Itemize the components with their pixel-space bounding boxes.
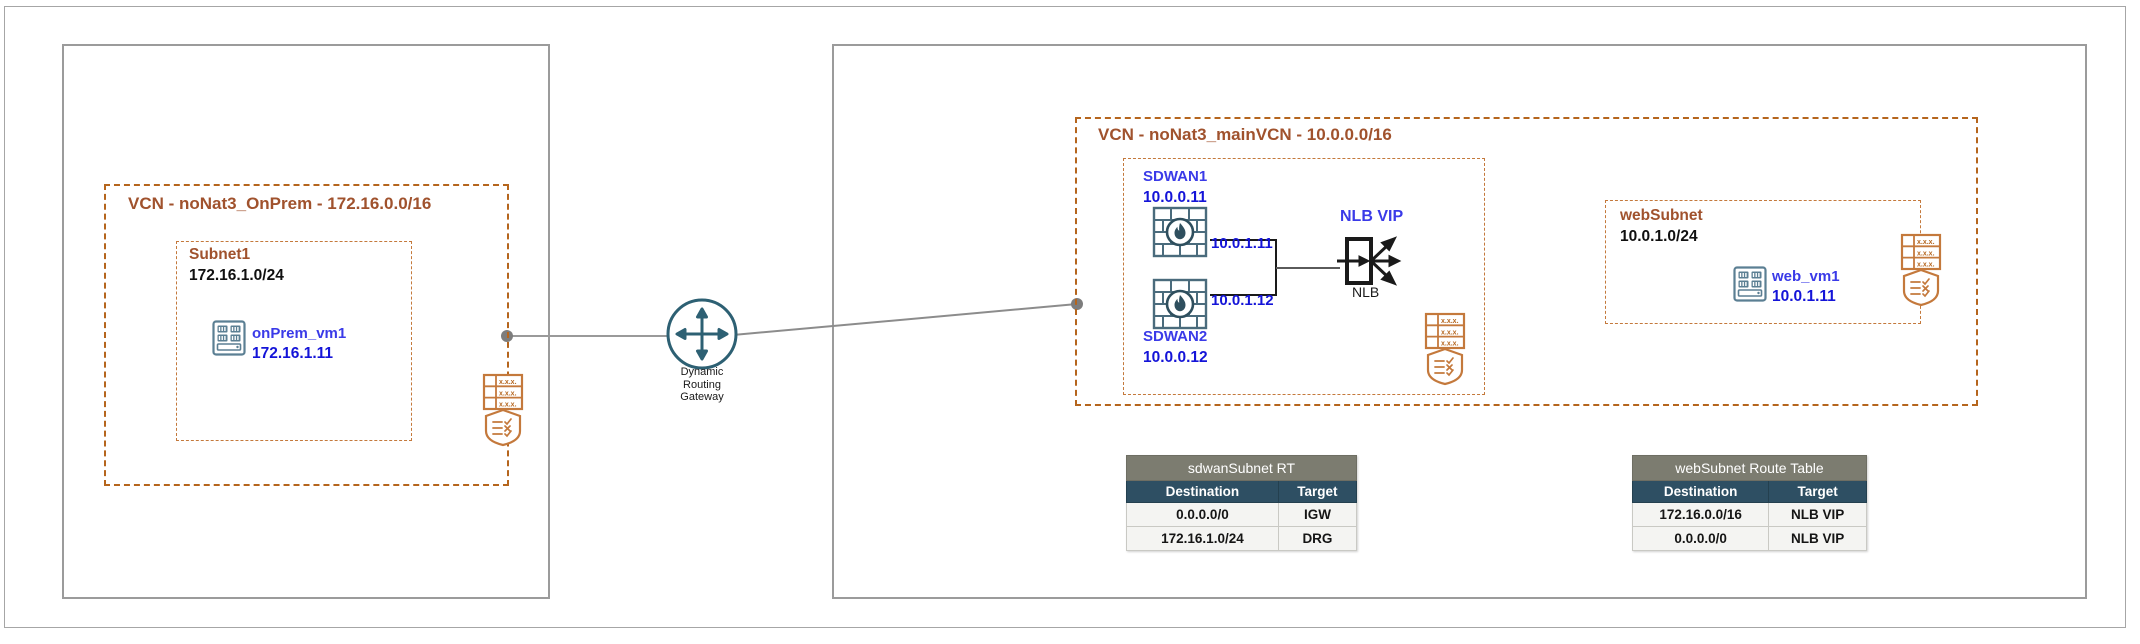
sdwan2-secondary-ip: 10.0.1.12 [1211, 292, 1274, 309]
svg-text:x.x.x.: x.x.x. [1441, 329, 1459, 336]
table-row: 0.0.0.0/0 NLB VIP [1631, 526, 1867, 551]
svg-text:x.x.x.: x.x.x. [1441, 318, 1459, 325]
table-row: 172.16.1.0/24 DRG [1126, 526, 1358, 551]
route-table-web: webSubnet Route Table Destination Target… [1631, 455, 1867, 551]
subnet1-name: Subnet1 [189, 246, 251, 263]
security-list-icon: x.x.x. x.x.x. x.x.x. [482, 373, 524, 452]
column-header-target: Target [1768, 480, 1867, 503]
firewall-icon [1152, 206, 1208, 263]
vcn-onprem-box [104, 184, 509, 486]
sdwan1-ip: 10.0.0.11 [1143, 189, 1207, 206]
diagram-outer-frame [4, 6, 2126, 628]
subnet1-cidr: 172.16.1.0/24 [189, 267, 284, 284]
route-table-title-row: webSubnet Route Table [1632, 455, 1867, 481]
dynamic-routing-gateway-icon [665, 297, 739, 371]
web-subnet-name: webSubnet [1620, 207, 1703, 224]
route-table-title-row: sdwanSubnet RT [1126, 455, 1357, 481]
svg-text:x.x.x.: x.x.x. [1917, 250, 1935, 257]
column-header-target: Target [1277, 480, 1358, 503]
route-table-sdwan: sdwanSubnet RT Destination Target 0.0.0.… [1126, 455, 1358, 551]
vm-icon [212, 320, 246, 361]
drg-caption-line1: Dynamic [680, 366, 724, 378]
route-table-header-row: Destination Target [1631, 480, 1867, 503]
cell-destination: 172.16.0.0/16 [1631, 502, 1770, 527]
nlb-vip-label: NLB VIP [1340, 208, 1404, 225]
region-container-onprem [62, 44, 550, 599]
cell-target: IGW [1277, 502, 1358, 527]
vm-icon [1733, 266, 1767, 307]
sdwan-subnet-box [1123, 158, 1485, 395]
vcn-main-title: VCN - noNat3_mainVCN - 10.0.0.0/16 [1098, 125, 1392, 144]
route-table-title: webSubnet Route Table [1632, 455, 1867, 481]
web-subnet-cidr: 10.0.1.0/24 [1620, 228, 1698, 245]
cell-destination: 0.0.0.0/0 [1631, 526, 1770, 551]
drg-caption-line3: Gateway [680, 391, 724, 403]
drg-caption-line2: Routing [683, 378, 721, 391]
svg-text:x.x.x.: x.x.x. [499, 379, 517, 386]
security-list-icon: x.x.x. x.x.x. x.x.x. [1424, 312, 1466, 391]
web-vm1-ip: 10.0.1.11 [1772, 288, 1836, 305]
column-header-destination: Destination [1126, 480, 1279, 503]
svg-text:x.x.x.: x.x.x. [1917, 239, 1935, 246]
svg-text:x.x.x.: x.x.x. [499, 402, 517, 409]
sdwan2-ip: 10.0.0.12 [1143, 349, 1208, 366]
web-vm1-name: web_vm1 [1772, 268, 1840, 285]
vcn-main-box [1075, 117, 1978, 406]
sdwan1-secondary-ip: 10.0.1.11 [1211, 235, 1273, 252]
cell-destination: 0.0.0.0/0 [1126, 502, 1279, 527]
subnet1-box [176, 241, 412, 441]
onprem-vm1-name: onPrem_vm1 [252, 325, 347, 342]
cell-target: NLB VIP [1768, 526, 1867, 551]
drg-caption: Dynamic Routing Gateway [640, 366, 764, 404]
svg-text:x.x.x.: x.x.x. [1917, 262, 1935, 269]
cell-target: DRG [1277, 526, 1358, 551]
column-header-destination: Destination [1631, 480, 1770, 503]
onprem-vm1-ip: 172.16.1.11 [252, 345, 334, 362]
firewall-icon [1152, 278, 1208, 335]
sdwan2-name: SDWAN2 [1143, 328, 1208, 345]
table-row: 172.16.0.0/16 NLB VIP [1631, 502, 1867, 527]
nlb-label: NLB [1352, 284, 1380, 300]
security-list-icon: x.x.x. x.x.x. x.x.x. [1900, 233, 1942, 312]
table-row: 0.0.0.0/0 IGW [1126, 502, 1358, 527]
network-load-balancer-icon [1337, 232, 1403, 295]
svg-text:x.x.x.: x.x.x. [499, 390, 517, 397]
svg-text:x.x.x.: x.x.x. [1441, 341, 1459, 348]
cell-destination: 172.16.1.0/24 [1126, 526, 1279, 551]
sdwan1-name: SDWAN1 [1143, 168, 1208, 185]
vcn-onprem-title: VCN - noNat3_OnPrem - 172.16.0.0/16 [128, 194, 432, 213]
route-table-header-row: Destination Target [1126, 480, 1358, 503]
route-table-title: sdwanSubnet RT [1126, 455, 1357, 481]
cell-target: NLB VIP [1768, 502, 1867, 527]
